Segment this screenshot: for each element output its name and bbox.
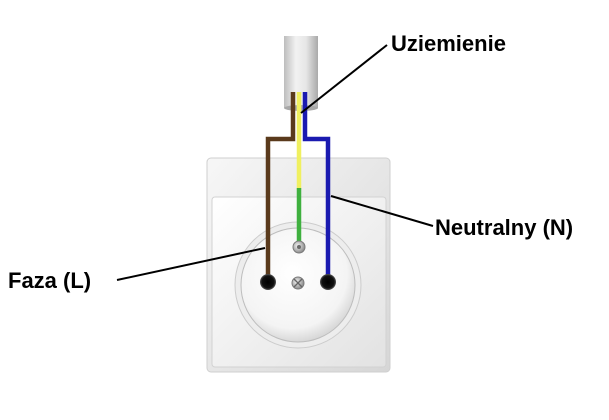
neutral-wire — [302, 92, 331, 280]
phase-label: Faza (L) — [8, 268, 92, 293]
ground-pin-center — [297, 245, 301, 249]
phase-leader-line — [116, 247, 266, 281]
neutral-leader-line — [330, 195, 434, 227]
phase-wire — [265, 92, 296, 280]
neutral-label: Neutralny (N) — [435, 215, 574, 240]
ground-label: Uziemienie — [391, 31, 506, 56]
ground-leader-line — [300, 44, 388, 114]
socket-hole-right — [320, 274, 336, 290]
socket-hole-left — [260, 274, 276, 290]
screw-slot-b — [293, 278, 303, 288]
